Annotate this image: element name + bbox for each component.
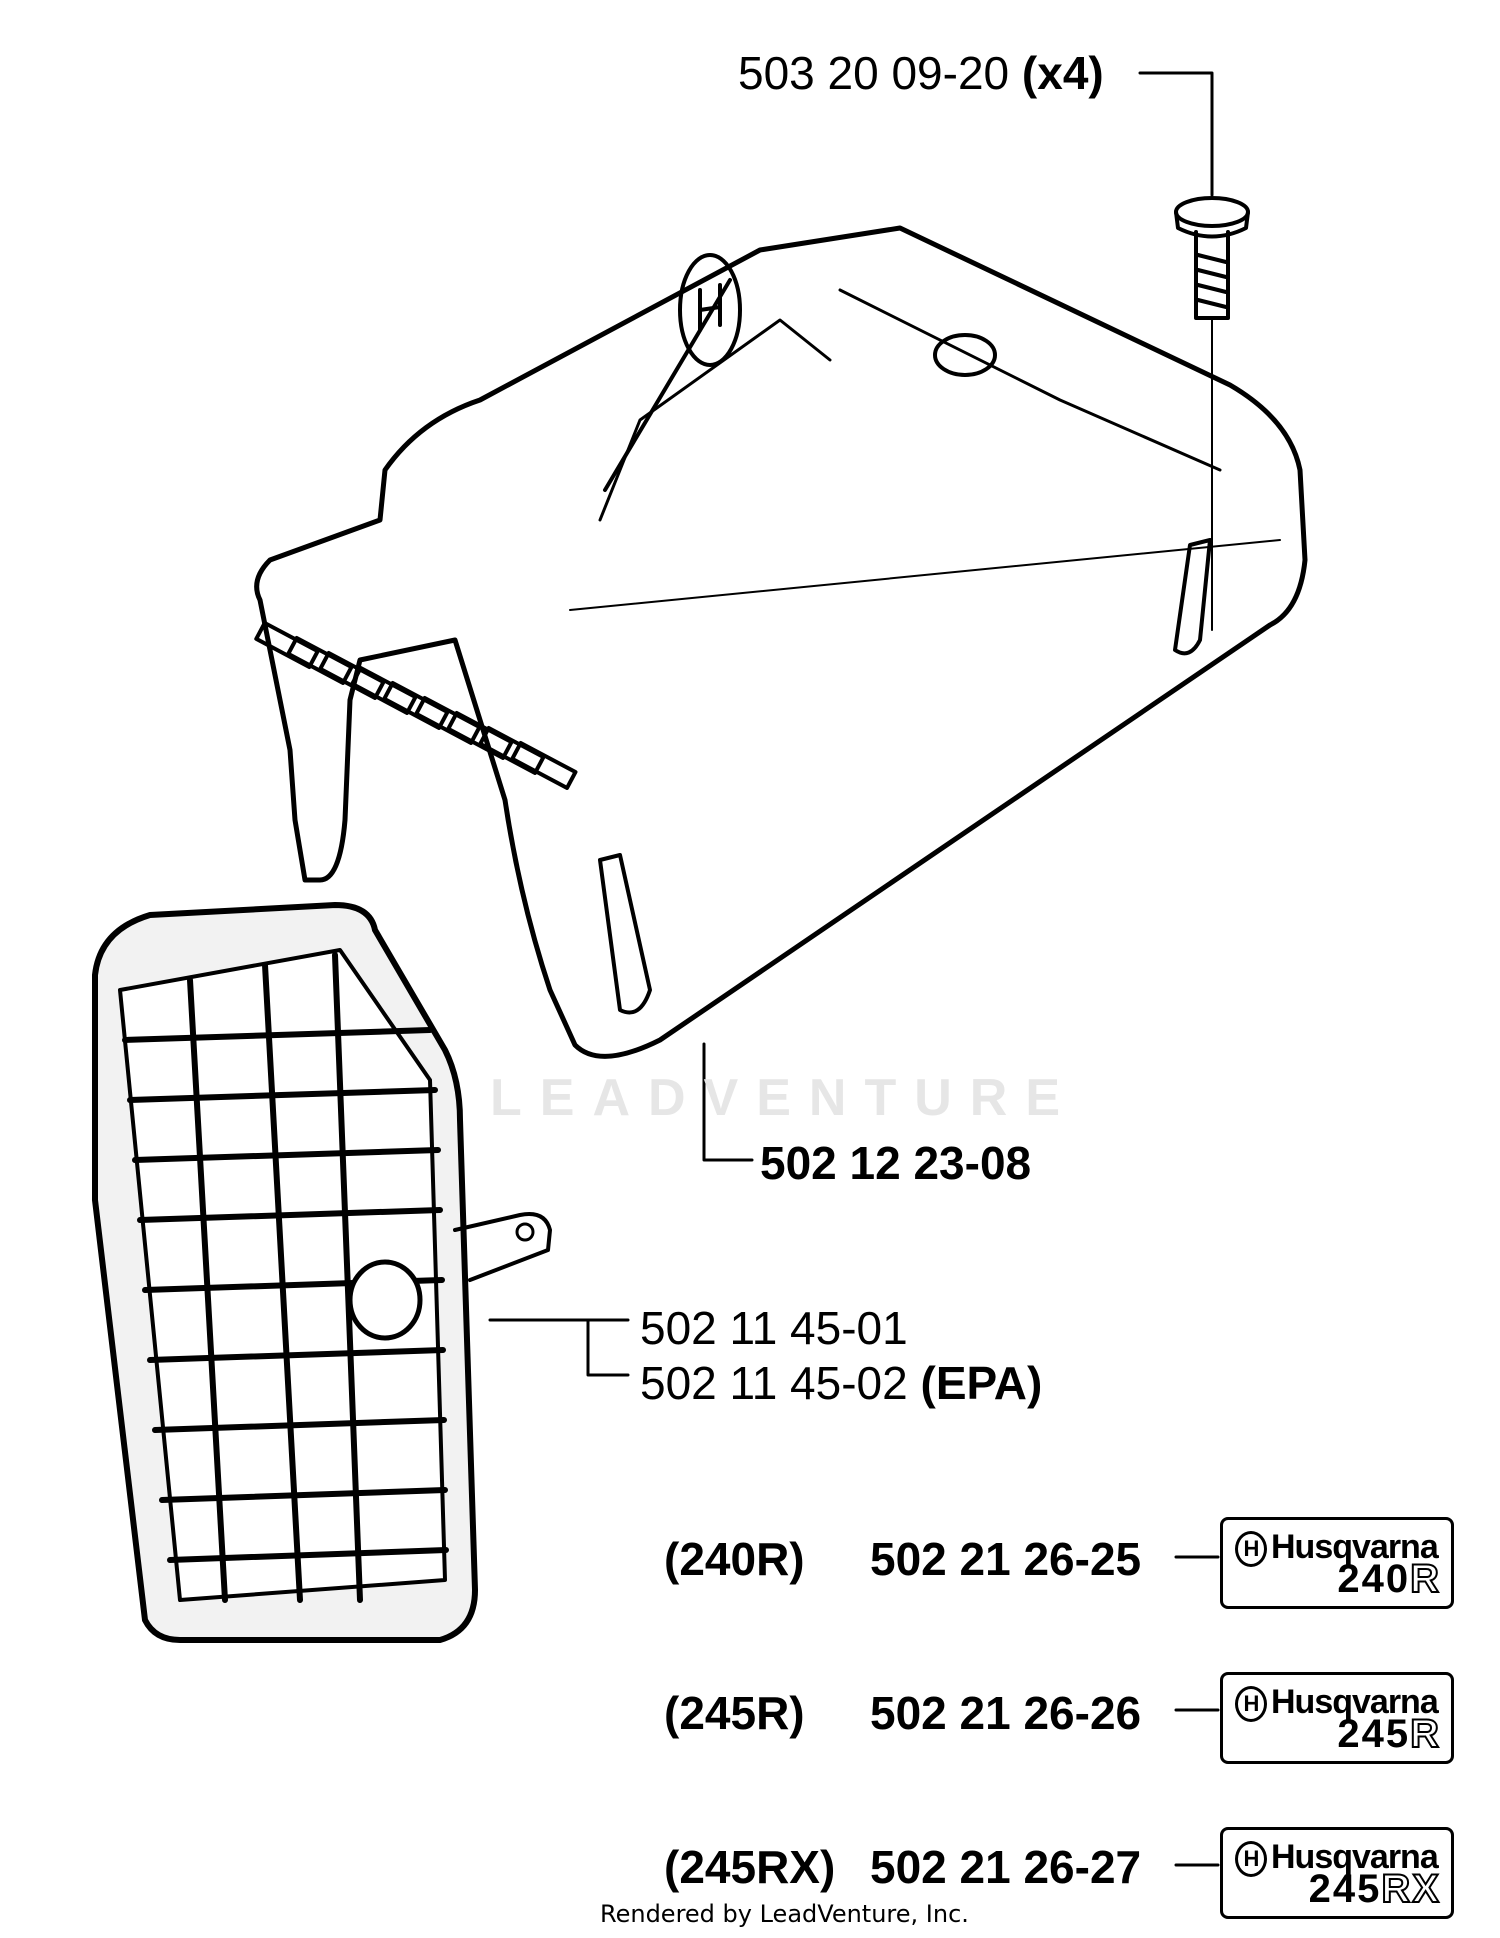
- husqvarna-logo-icon: H: [1235, 1686, 1267, 1723]
- cylinder-cover: [254, 225, 1308, 1059]
- decal-badge: 240R: [1337, 1556, 1441, 1602]
- grille-callout-b: 502 11 45-02 (EPA): [640, 1360, 1042, 1406]
- decal-part-245rx: 502 21 26-27: [870, 1841, 1142, 1893]
- decal-model-240r: (240R): [664, 1533, 805, 1585]
- decal-model-245rx: (245RX): [664, 1841, 836, 1893]
- grille-epa-note: (EPA): [920, 1357, 1043, 1409]
- bolt-part-number: 503 20 09-20: [738, 47, 1010, 99]
- grille: [92, 902, 552, 1643]
- footer-credit: Rendered by LeadVenture, Inc.: [600, 1900, 969, 1928]
- decal-badge: 245R: [1337, 1711, 1441, 1757]
- husqvarna-logo-icon: H: [1235, 1531, 1267, 1568]
- cover-part-number: 502 12 23-08: [760, 1137, 1032, 1189]
- grille-part-number-b: 502 11 45-02: [640, 1357, 908, 1409]
- bolt-qty: (x4): [1021, 47, 1104, 99]
- decal-part-245r: 502 21 26-26: [870, 1687, 1142, 1739]
- bolt: [1174, 196, 1250, 320]
- bolt-callout: 503 20 09-20 (x4): [738, 50, 1104, 96]
- leader-grille: [488, 1318, 630, 1377]
- decal-part-240r: 502 21 26-25: [870, 1533, 1142, 1585]
- leader-cover: [702, 1042, 754, 1162]
- decal-badge: 245RX: [1308, 1866, 1441, 1912]
- decal-model-245r: (245R): [664, 1687, 805, 1739]
- grille-part-number-a: 502 11 45-01: [640, 1302, 908, 1354]
- watermark: LEADVENTURE: [490, 1069, 1079, 1127]
- leader-bolt: [1138, 71, 1214, 197]
- husqvarna-logo-icon: H: [1235, 1841, 1267, 1878]
